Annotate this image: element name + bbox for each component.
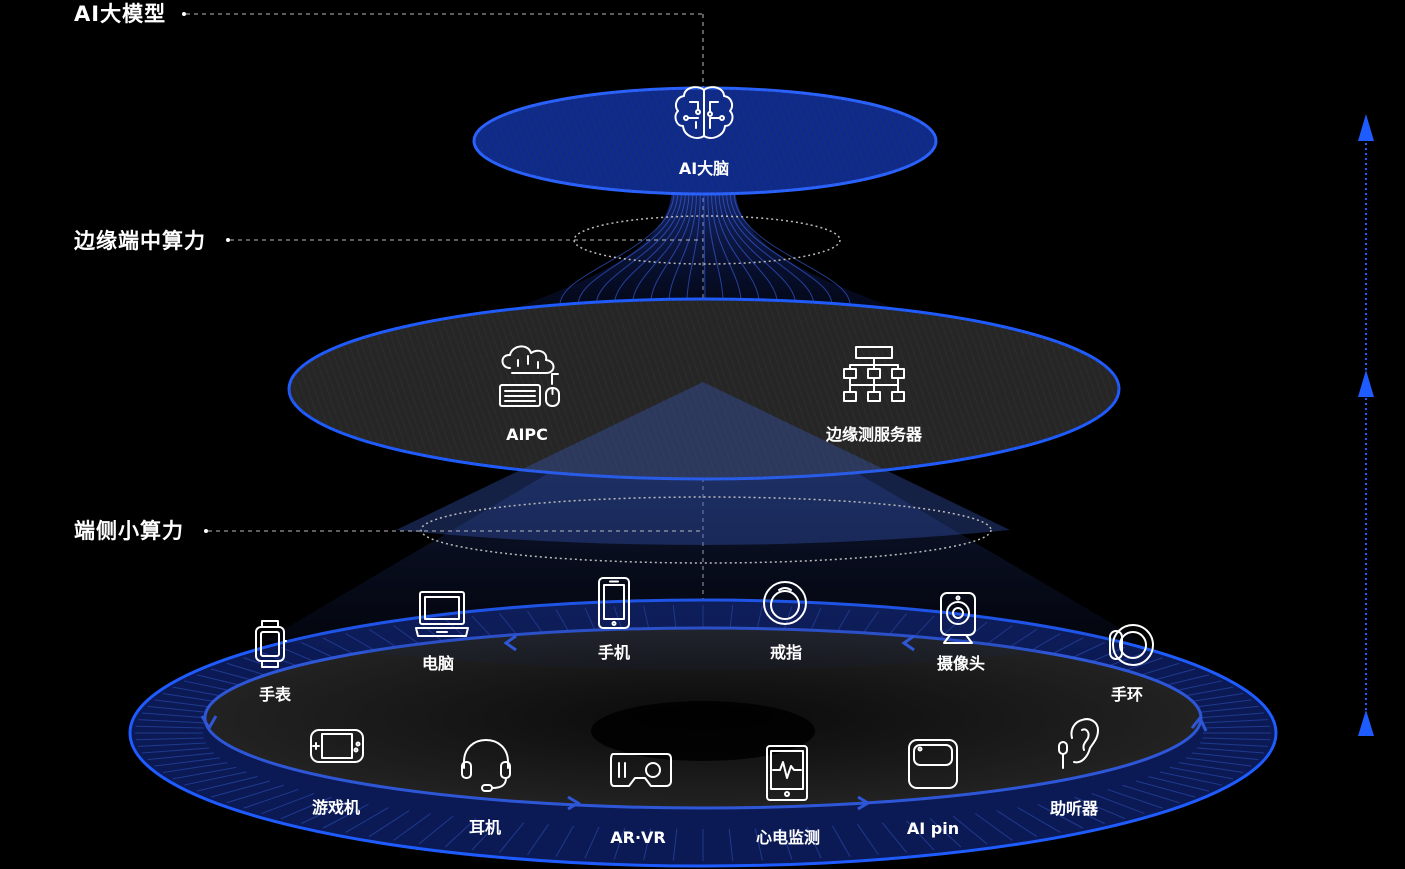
top-disc <box>472 86 938 196</box>
device-label: AI pin <box>907 819 959 838</box>
device-label: 手表 <box>259 685 292 704</box>
arrow-up-icon <box>1358 370 1374 397</box>
middle-disc <box>287 297 1121 545</box>
ai-pin-icon <box>908 739 958 789</box>
device-label: 电脑 <box>422 654 454 673</box>
camera-icon <box>940 592 976 644</box>
gamepad-icon <box>310 729 364 763</box>
arrow-up-icon <box>1358 710 1374 736</box>
light-cone <box>266 382 1140 670</box>
layer-label-large-model: AI大模型 <box>74 2 166 26</box>
device-label: 戒指 <box>770 643 802 662</box>
funnel-connector <box>510 190 900 310</box>
arrow-up-icon <box>1358 114 1374 141</box>
device-label: 摄像头 <box>937 654 985 673</box>
flow-arrows <box>200 634 1208 811</box>
laptop-icon <box>415 591 469 637</box>
bottom-disc <box>128 598 1278 868</box>
device-label: 心电监测 <box>756 828 820 847</box>
edge-compute-ring <box>573 215 841 265</box>
device-label: 手机 <box>598 643 630 662</box>
device-label: 助听器 <box>1050 799 1099 818</box>
cloud-computer-icon <box>499 345 560 407</box>
brain-icon <box>674 86 734 139</box>
ai-brain-label: AI大脑 <box>679 159 729 178</box>
headset-icon <box>461 739 511 792</box>
device-label: 游戏机 <box>312 798 360 817</box>
hierarchy-axis <box>1358 114 1374 736</box>
ring-icon <box>763 581 807 625</box>
ecg-monitor-icon <box>766 745 808 801</box>
band-icon <box>1109 624 1154 666</box>
funnel-lines <box>559 191 851 306</box>
phone-icon <box>598 577 630 629</box>
edge-server-label: 边缘测服务器 <box>825 425 923 444</box>
device-compute-ring <box>420 496 992 564</box>
aipc-label: AIPC <box>506 425 548 444</box>
server-network-icon <box>843 346 905 402</box>
smartwatch-icon <box>255 620 287 668</box>
layer-label-device-compute: 端侧小算力 <box>74 519 184 543</box>
device-label: 手环 <box>1111 685 1143 704</box>
vr-headset-icon <box>610 753 672 787</box>
device-label: AR·VR <box>610 828 665 847</box>
device-label: 耳机 <box>469 818 501 837</box>
layer-label-edge-compute: 边缘端中算力 <box>74 229 206 253</box>
hearing-aid-icon <box>1058 718 1099 769</box>
